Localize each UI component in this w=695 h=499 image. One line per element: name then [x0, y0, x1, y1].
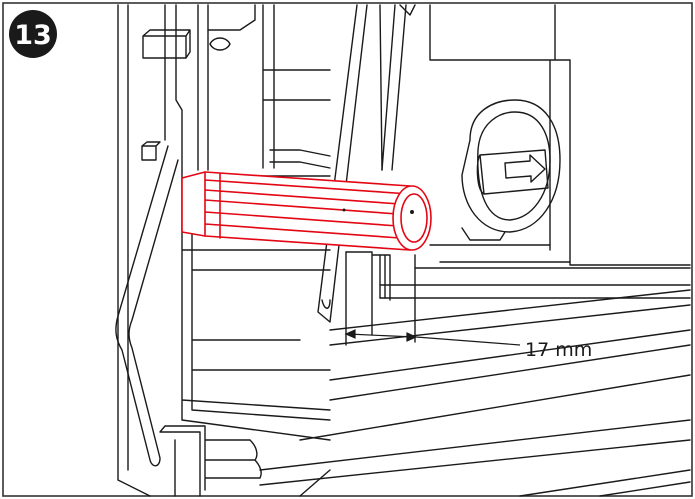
left-post: [164, 4, 183, 179]
central-opening: [262, 4, 331, 169]
main-rail: [317, 4, 368, 323]
rotary-knob: [461, 99, 561, 241]
dimension-arrow-left: [344, 329, 356, 339]
red-cylinder-tool: [181, 171, 432, 251]
step-badge-circle: [9, 10, 57, 58]
dimension-indicator: [344, 329, 521, 346]
cylinder-end-cap: [392, 185, 432, 251]
dimension-label: 17 mm: [525, 339, 592, 361]
long-left-rod: [115, 145, 179, 467]
right-ledge: [379, 244, 691, 299]
knob-inner-ring: [477, 111, 551, 221]
guide-slot: [269, 149, 331, 169]
cylinder-body: [181, 171, 411, 251]
left-hinge-block: [142, 29, 191, 59]
cylinder-center-dot: [410, 210, 414, 214]
bottom-slot-lines: [299, 469, 691, 497]
bottom-guide-assembly: [159, 425, 262, 497]
cylinder-mark-dot: [342, 208, 346, 212]
mechanism-line-art: [115, 4, 691, 497]
knob-base: [461, 227, 506, 241]
small-clip: [141, 141, 161, 161]
top-bracket: [207, 4, 256, 51]
dimension-arrow-right: [406, 332, 418, 342]
stop-block: [345, 251, 391, 336]
cylinder-flutes: [204, 171, 411, 239]
step-badge: 13: [9, 10, 57, 58]
dimension-extension-lines: [345, 251, 416, 346]
step-number: 13: [14, 20, 52, 51]
base-rails: [259, 289, 691, 486]
dimension-line: [347, 333, 415, 338]
dimension-leader: [415, 336, 521, 346]
inner-post: [197, 4, 209, 171]
cylinder-end-face: [400, 193, 428, 243]
knob-outer-ring: [461, 99, 561, 233]
second-rail: [381, 4, 407, 171]
knob-arrow-icon: [504, 154, 546, 183]
knob-grip: [476, 149, 549, 195]
right-panel: [379, 4, 691, 266]
left-housing-wall: [117, 4, 151, 497]
